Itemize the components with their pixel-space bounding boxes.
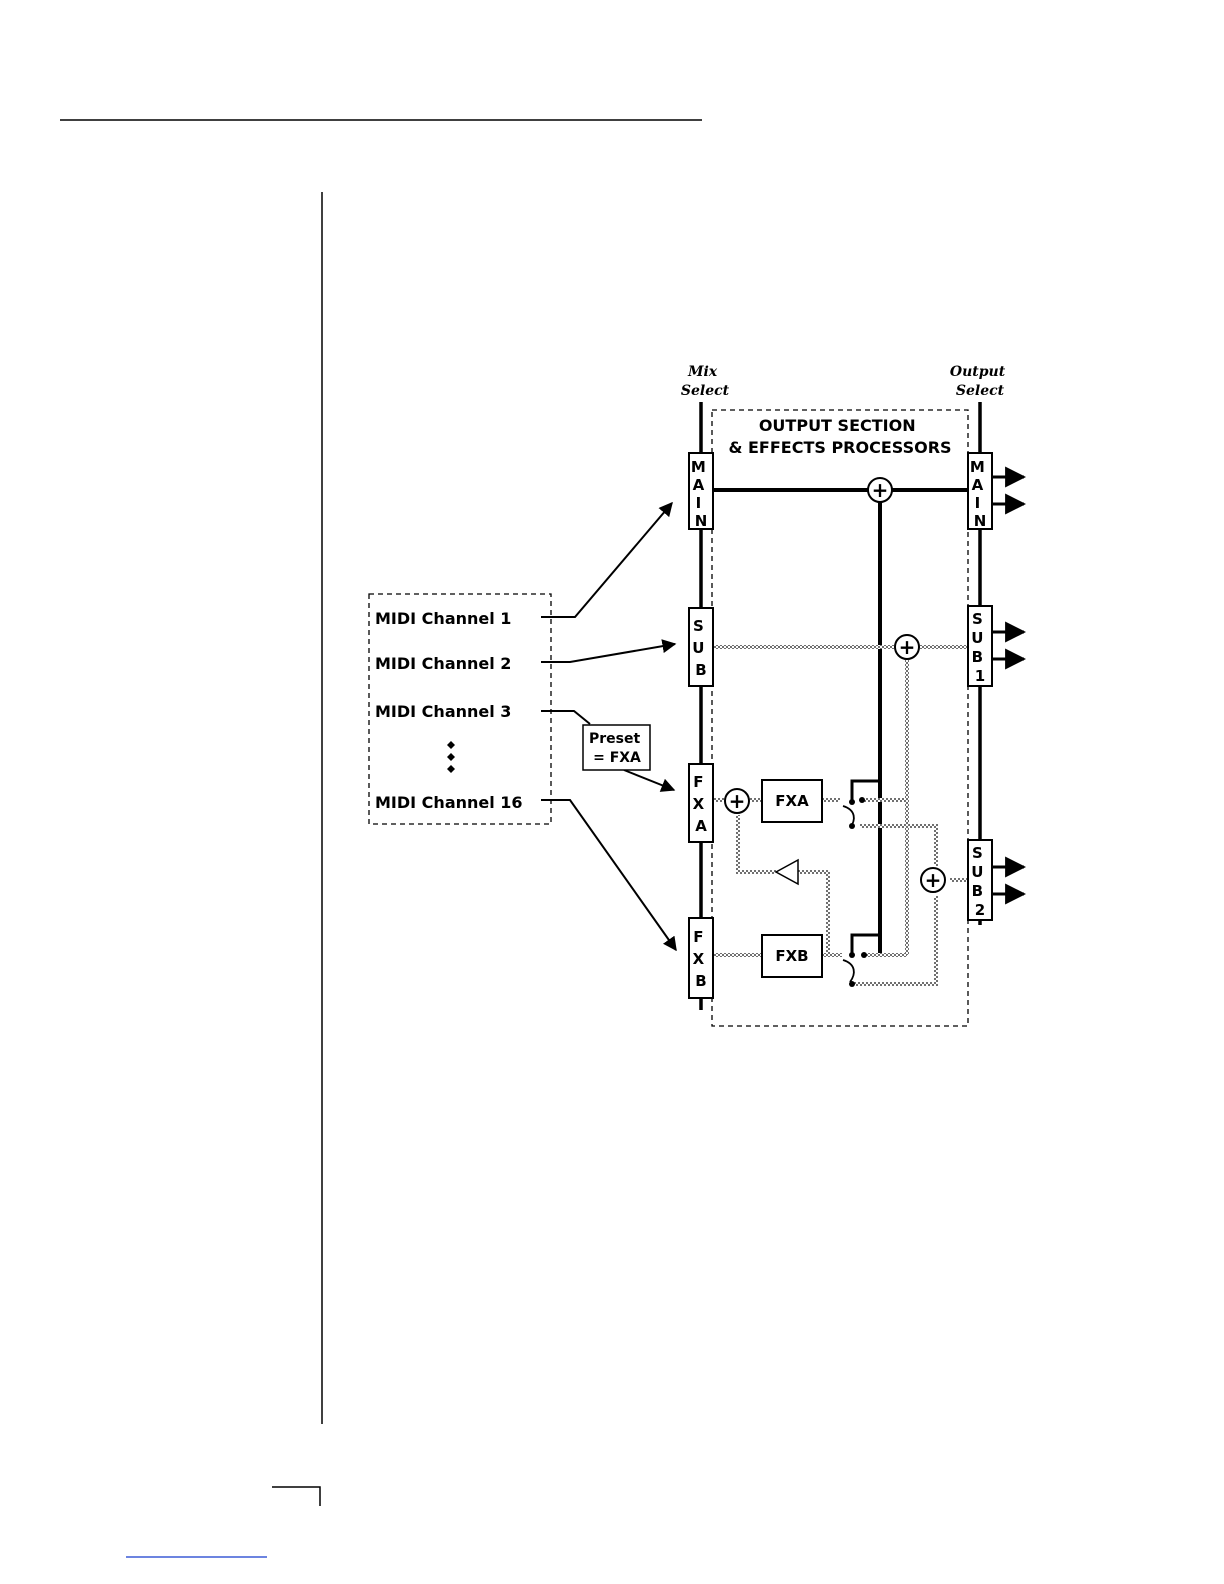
mix-bus-fxb-letter: B <box>695 972 706 990</box>
output-bus-main-letter: A <box>972 476 984 494</box>
mix-select-line1: Mix <box>687 364 718 380</box>
mix-bus-fxa: F X A <box>689 764 713 842</box>
summing-node-sub1: + <box>895 635 919 659</box>
output-jack-arrows <box>992 477 1024 894</box>
output-bus-sub2-letter: 2 <box>975 901 985 919</box>
mix-bus-fxa-letter: F <box>693 773 703 791</box>
output-bus-sub2-letter: B <box>972 882 983 900</box>
mix-bus-fxb-letter: X <box>693 950 705 968</box>
midi-channel-16-label: MIDI Channel 16 <box>375 793 523 812</box>
fxa-switch-lever <box>843 806 854 828</box>
summing-node-main-sign: + <box>872 478 889 502</box>
output-bus-sub2: S U B 2 <box>968 840 992 920</box>
mix-bus-main-letter: M <box>691 458 706 476</box>
mix-select-line2: Select <box>681 383 730 399</box>
preset-box-line1: Preset <box>589 731 640 747</box>
summing-node-sub2-sign: + <box>925 868 942 892</box>
fxa-processor-label: FXA <box>775 792 809 810</box>
output-bus-main: M A I N <box>968 453 992 530</box>
mix-select-heading: Mix Select <box>681 364 730 399</box>
summing-node-fxa-sign: + <box>729 789 746 813</box>
output-bus-sub1-letter: 1 <box>975 667 985 685</box>
output-select-line2: Select <box>956 383 1005 399</box>
output-bus-sub2-letter: S <box>972 844 983 862</box>
output-select-heading: Output Select <box>950 364 1010 399</box>
midi-channel-3-label: MIDI Channel 3 <box>375 702 511 721</box>
mix-bus-sub: S U B <box>689 608 713 686</box>
output-bus-main-letter: N <box>974 512 987 530</box>
mix-bus-sub-letter: U <box>692 639 704 657</box>
preset-box-line2: = FXA <box>593 750 641 766</box>
mix-bus-main-letter: A <box>693 476 705 494</box>
mix-bus-main: M A I N <box>689 453 713 530</box>
output-select-line1: Output <box>950 364 1006 380</box>
output-bus-sub1-letter: B <box>972 648 983 666</box>
output-section-title: OUTPUT SECTION & EFFECTS PROCESSORS <box>728 416 951 457</box>
mix-bus-fxb-letter: F <box>693 928 703 946</box>
mix-bus-fxa-letter: A <box>695 817 707 835</box>
midi-channel-2-label: MIDI Channel 2 <box>375 654 511 673</box>
summing-node-main: + <box>868 478 892 502</box>
mix-bus-fxa-letter: X <box>693 795 705 813</box>
mix-bus-fxb: F X B <box>689 918 713 998</box>
summing-node-sub1-sign: + <box>899 635 916 659</box>
output-section-title-line2: & EFFECTS PROCESSORS <box>728 438 951 457</box>
channel-ellipsis-icon <box>447 741 455 773</box>
main-tap-to-fxb-switch <box>852 935 880 955</box>
summing-node-sub2: + <box>921 868 945 892</box>
midi-channel-1-label: MIDI Channel 1 <box>375 609 511 628</box>
summing-node-fxa-input: + <box>725 789 749 813</box>
mix-bus-main-letter: N <box>695 512 708 530</box>
fxb-processor-label: FXB <box>775 947 808 965</box>
output-bus-main-letter: M <box>970 458 985 476</box>
mix-bus-sub-letter: B <box>695 661 706 679</box>
wet-signal-paths <box>712 647 968 984</box>
output-bus-sub1: S U B 1 <box>968 606 992 686</box>
mix-bus-main-letter: I <box>696 494 702 512</box>
output-bus-sub1-letter: U <box>971 629 983 647</box>
output-section-title-line1: OUTPUT SECTION <box>759 416 916 435</box>
footer-corner-rule <box>272 1487 320 1506</box>
fxb-to-fxa-amp-icon <box>776 860 798 884</box>
output-section-frame <box>712 410 968 1026</box>
fxb-switch-lever <box>843 960 854 982</box>
output-bus-sub2-letter: U <box>971 863 983 881</box>
output-bus-main-letter: I <box>975 494 981 512</box>
output-bus-sub1-letter: S <box>972 610 983 628</box>
mix-bus-sub-letter: S <box>693 617 704 635</box>
